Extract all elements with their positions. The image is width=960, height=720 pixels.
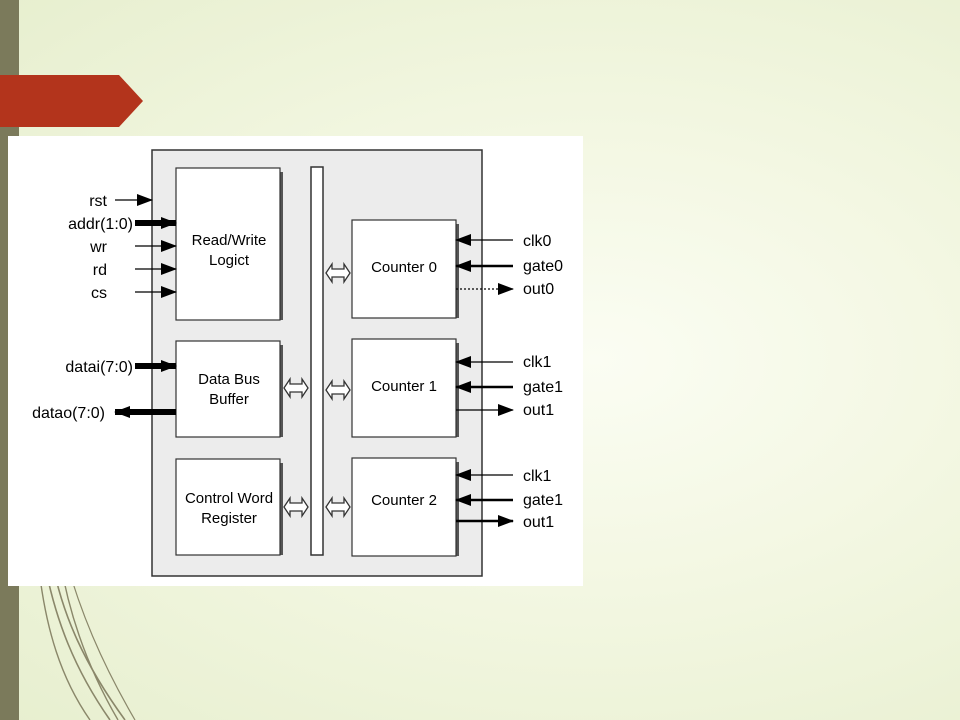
counter2-gate-label: gate1 <box>523 492 563 509</box>
counter-0-label: Counter 0 <box>371 259 437 276</box>
counter-2-label: Counter 2 <box>371 492 437 509</box>
counter-1-label: Counter 1 <box>371 378 437 395</box>
data-bus-buffer-label-1: Data Bus <box>198 371 260 388</box>
bus-arrow-counter0 <box>325 261 351 285</box>
counter1-out-label: out1 <box>523 402 554 419</box>
right-signal-arrows <box>455 234 514 527</box>
decorative-lines <box>37 560 136 720</box>
left-signal-arrows <box>114 194 177 418</box>
counter-2-block: Counter 2 <box>351 457 459 557</box>
cs-label: cs <box>91 285 107 302</box>
rd-label: rd <box>93 262 107 279</box>
datao-label: datao(7:0) <box>32 405 105 422</box>
read-write-logic-block: Read/Write Logict <box>175 167 283 321</box>
slide-title-tab <box>0 75 143 127</box>
read-write-logic-label-2: Logict <box>209 252 250 269</box>
bus-arrow-counter1 <box>325 378 351 402</box>
counter1-clk-label: clk1 <box>523 354 552 371</box>
bus-arrows <box>283 261 351 519</box>
bus-arrow-buffer <box>283 376 309 400</box>
counter0-out-label: out0 <box>523 281 554 298</box>
counter0-clk-label: clk0 <box>523 233 552 250</box>
datai-label: datai(7:0) <box>65 359 133 376</box>
counter0-gate-label: gate0 <box>523 258 563 275</box>
control-word-label-2: Register <box>201 510 257 527</box>
control-word-register-block: Control Word Register <box>175 458 283 556</box>
data-bus-buffer-block: Data Bus Buffer <box>175 340 283 438</box>
data-bus-buffer-label-2: Buffer <box>209 391 249 408</box>
counter2-clk-label: clk1 <box>523 468 552 485</box>
counter-1-block: Counter 1 <box>351 338 459 438</box>
read-write-logic-label-1: Read/Write <box>192 232 267 249</box>
addr-label: addr(1:0) <box>68 216 133 233</box>
timer-block-diagram: Read/Write Logict Data Bus Buffer Contro… <box>8 136 583 586</box>
internal-bus <box>310 166 324 556</box>
bus-arrow-counter2 <box>325 495 351 519</box>
counter1-gate-label: gate1 <box>523 379 563 396</box>
bus-arrow-control <box>283 495 309 519</box>
rst-label: rst <box>89 193 107 210</box>
wr-label: wr <box>89 239 108 256</box>
counter2-out-label: out1 <box>523 514 554 531</box>
control-word-label-1: Control Word <box>185 490 273 507</box>
counter-0-block: Counter 0 <box>351 219 459 319</box>
